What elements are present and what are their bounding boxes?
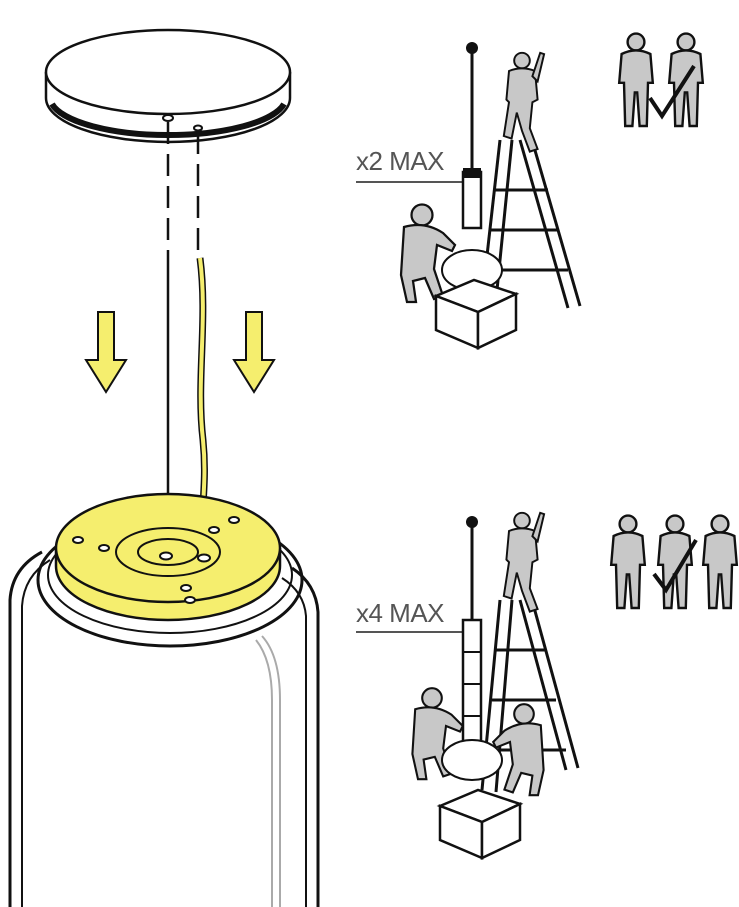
- person-silhouette-icon: [502, 511, 546, 613]
- person-silhouette-icon: [610, 514, 646, 610]
- person-silhouette-icon: [618, 32, 654, 128]
- person-silhouette-icon: [502, 51, 546, 153]
- checkmark-icon: [652, 538, 698, 594]
- max-persons-label-top: x2 MAX: [356, 146, 445, 176]
- people-count-bottom: [610, 514, 738, 610]
- person-silhouette-icon: [657, 514, 693, 610]
- person-silhouette-icon: [702, 514, 738, 610]
- people-count-top: [618, 32, 704, 128]
- box-icon: [432, 278, 520, 350]
- max-persons-label-bottom: x4 MAX: [356, 598, 445, 628]
- ceiling-canopy-icon: [44, 28, 292, 144]
- guide-lines: [166, 122, 200, 553]
- lamp-shade-icon: [8, 512, 320, 907]
- mounting-plate-icon: [54, 492, 282, 622]
- scene-two-persons: [356, 42, 582, 350]
- down-arrow-icon: [84, 311, 276, 394]
- box-icon: [436, 788, 524, 860]
- person-silhouette-icon: [399, 203, 457, 304]
- scene-four-persons: [356, 511, 580, 860]
- checkmark-icon: [648, 64, 696, 120]
